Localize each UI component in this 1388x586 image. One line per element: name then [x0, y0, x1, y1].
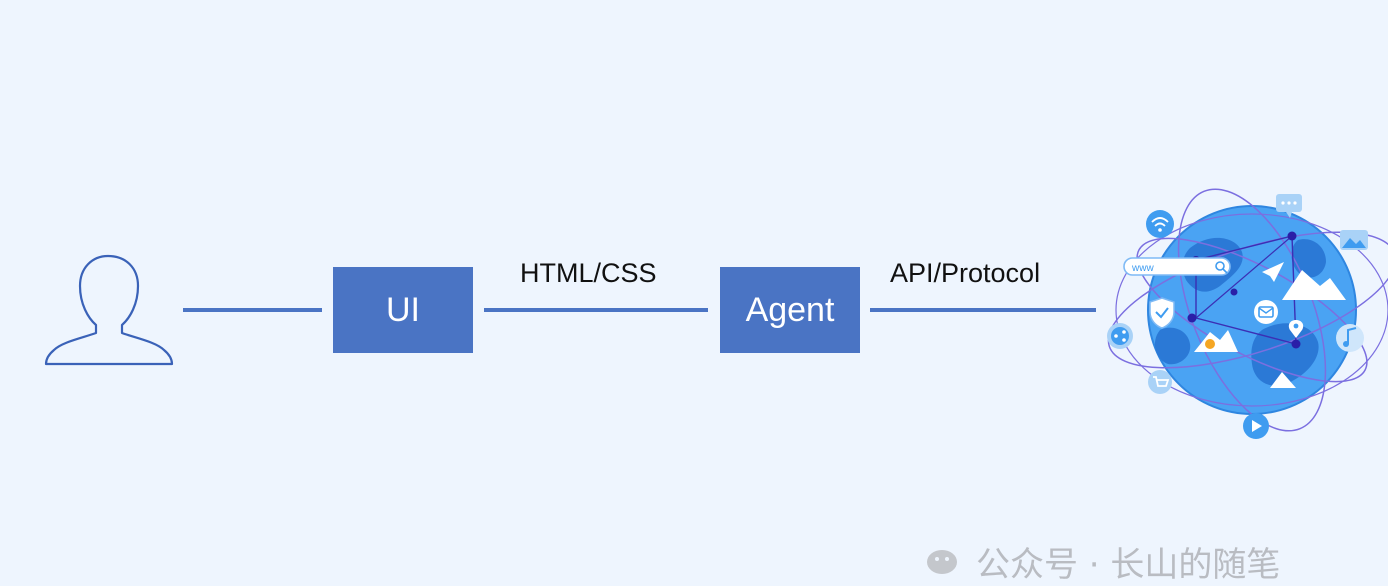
watermark: 公众号 · 长山的随笔: [926, 545, 1280, 585]
ui-box: UI: [333, 267, 473, 353]
user-silhouette-icon: [44, 254, 174, 366]
diagram-canvas: www: [44, 188, 1388, 439]
agent-internet-link-label: API/Protocol: [890, 258, 1041, 288]
agent-box: Agent: [720, 267, 860, 353]
search-bar-text: www: [1131, 263, 1154, 274]
wechat-icon: [927, 550, 957, 574]
ui-box-label: UI: [386, 290, 420, 329]
watermark-text: 公众号 · 长山的随笔: [976, 544, 1281, 585]
ui-agent-link-label: HTML/CSS: [520, 258, 657, 288]
globe-network-icon: www: [1107, 188, 1388, 439]
agent-box-label: Agent: [745, 290, 835, 329]
